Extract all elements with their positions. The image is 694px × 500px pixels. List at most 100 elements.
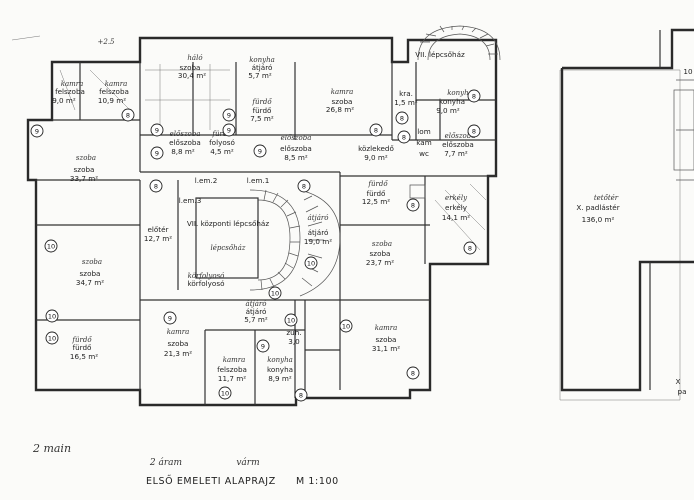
room-number-marker: 10 — [268, 286, 282, 300]
room-number-marker-label: 8 — [299, 391, 303, 399]
drawing-scale: M 1:100 — [296, 476, 339, 487]
room-area: 8,5 m² — [284, 153, 308, 162]
room-number-marker: 9 — [222, 108, 236, 122]
room-area: 5,7 m² — [248, 71, 272, 80]
room-name: felszoba — [99, 87, 129, 96]
room-hand-note: kamra — [375, 324, 398, 332]
room-hand-note: erkély — [445, 194, 468, 202]
room-area: 16,5 m² — [70, 352, 98, 361]
room-name: fürdő — [73, 343, 92, 352]
room-number-marker: 9 — [150, 146, 164, 160]
room-number-marker-label: 10 — [287, 316, 295, 324]
room-number-marker-label: 9 — [258, 147, 262, 155]
kam-label: kam — [416, 138, 431, 147]
room-area: 21,3 m² — [164, 349, 192, 358]
room-hand-note: kamra — [61, 80, 84, 88]
room-number-marker-label: 8 — [374, 126, 378, 134]
room-number-marker: 8 — [397, 130, 411, 144]
room-number-marker: 8 — [463, 241, 477, 255]
room-area: 8,9 m² — [268, 374, 292, 383]
room-name: szoba — [180, 63, 201, 72]
room-number-marker: 9 — [222, 123, 236, 137]
room-hand-note: fürdő — [71, 335, 92, 344]
room-number-marker: 10 — [44, 239, 58, 253]
room-number-marker-label: 9 — [227, 111, 231, 119]
room-name: konyha — [267, 365, 293, 374]
room-hand-note: kamra — [331, 88, 354, 96]
room-area: 14,1 m² — [442, 213, 470, 222]
room-number-marker: 8 — [149, 179, 163, 193]
room-number-marker-label: 8 — [468, 244, 472, 252]
room-area: 34,7 m² — [76, 278, 104, 287]
room-number-marker-label: 9 — [227, 126, 231, 134]
room-name: kra. — [399, 89, 413, 98]
room-hand-note: előszoba — [170, 129, 201, 138]
room-number-marker: 8 — [369, 123, 383, 137]
room-number-marker: 8 — [395, 111, 409, 125]
room-number-marker: 9 — [30, 124, 44, 138]
room-number-marker-label: 10 — [47, 242, 55, 250]
zuh-area: 3,0 — [288, 337, 300, 346]
room-number-marker: 10 — [45, 331, 59, 345]
detail-lines — [11, 35, 681, 401]
room-number-marker-label: 8 — [472, 127, 476, 135]
room-name: konyha — [439, 97, 465, 106]
drawing-title-block: ELSŐ EMELETI ALAPRAJZ M 1:100 — [146, 476, 339, 487]
room-name: előszoba — [280, 144, 312, 153]
stair-label: VII. lépcsőház — [415, 50, 465, 59]
room-area: 9,0 m² — [436, 106, 460, 115]
room-number-marker: 8 — [294, 388, 308, 402]
room-area: 23,7 m² — [366, 258, 394, 267]
room-number-marker-label: 8 — [302, 182, 306, 190]
room-hand-note: kamra — [167, 328, 190, 336]
room-number-marker: 10 — [284, 313, 298, 327]
room-hand-note: átjáró — [308, 214, 329, 222]
room-name: fürdő — [253, 106, 272, 115]
room-number-marker: 9 — [256, 339, 270, 353]
room-name: VII. központi lépcsőház — [187, 219, 269, 228]
room-hand-note: szoba — [76, 154, 96, 162]
room-hand-note: kamra — [223, 356, 246, 364]
room-hand-note: konyha — [447, 89, 473, 97]
small-annotations: VII. lépcsőház l.em.1 l.em.2 l.em.3 wc l… — [32, 38, 693, 468]
room-number-marker: 8 — [297, 179, 311, 193]
room-number-marker-label: 8 — [154, 182, 158, 190]
room-name: előszoba — [169, 138, 201, 147]
room-hand-note: előszoba — [281, 133, 312, 142]
right-ten-label: 10 — [683, 67, 693, 76]
room-area: 26,8 m² — [326, 105, 354, 114]
room-hand-note: átjáró — [246, 300, 267, 308]
room-hand-note: fürdő — [251, 97, 272, 106]
room-number-marker-label: 8 — [472, 92, 476, 100]
room-name: átjáró — [252, 63, 273, 72]
room-number-marker-label: 10 — [221, 389, 229, 397]
room-number-marker: 8 — [467, 89, 481, 103]
room-name: szoba — [370, 249, 391, 258]
room-hand-note: konyha — [249, 56, 275, 64]
room-number-marker: 8 — [467, 124, 481, 138]
room-kra: kra.1,5 m² — [394, 89, 418, 107]
room-area: 5,7 m² — [244, 315, 268, 324]
room-area: 30,4 m² — [178, 71, 206, 80]
room-area: 9,0 m² — [52, 96, 76, 105]
wc-label: wc — [419, 149, 429, 158]
room-number-marker: 8 — [406, 366, 420, 380]
room-number-marker-label: 10 — [307, 259, 315, 267]
